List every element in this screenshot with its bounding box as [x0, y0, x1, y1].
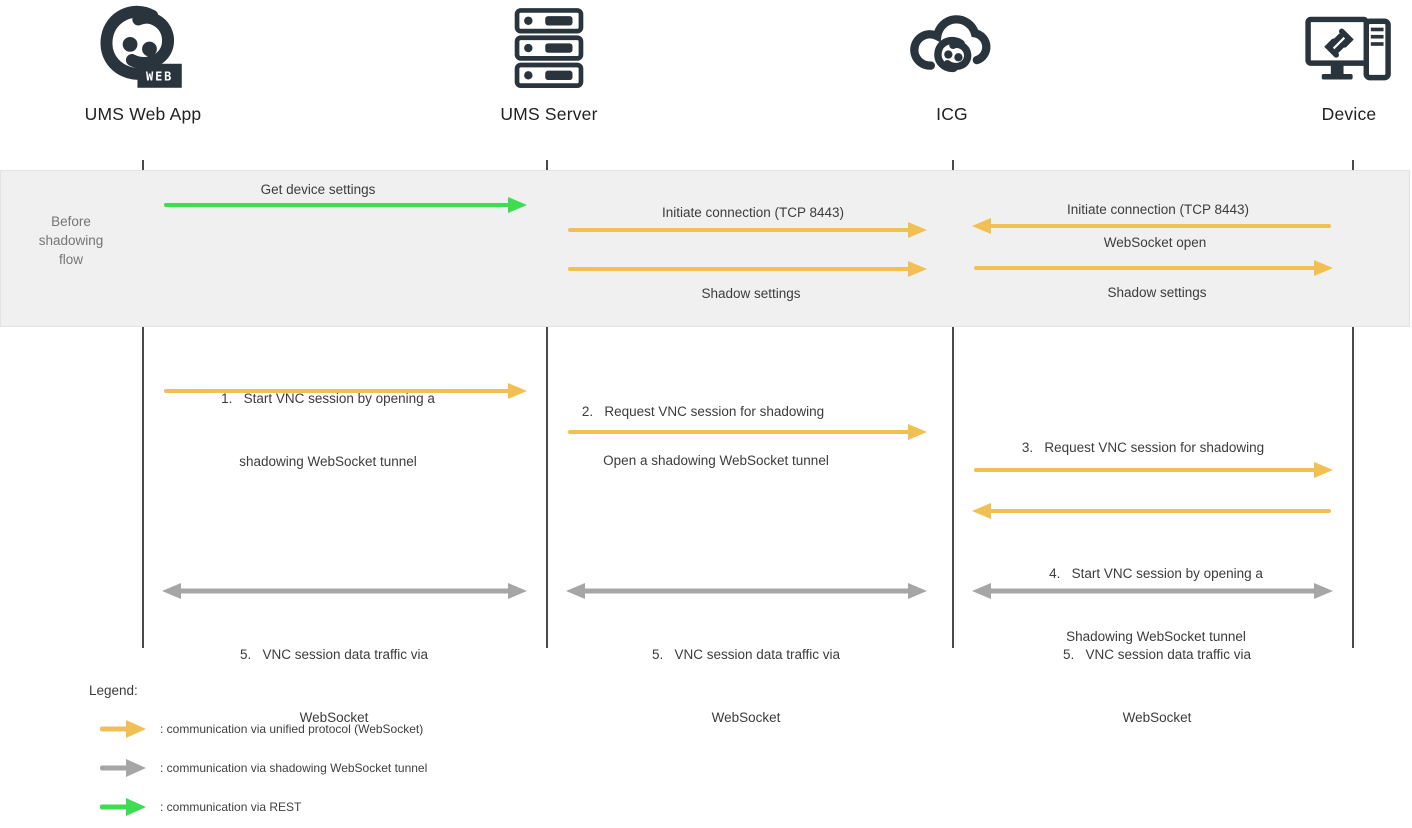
arrow-step5-col2 [566, 583, 927, 599]
arrow-get-device-settings [162, 197, 527, 213]
gray-arrow-icon [98, 758, 146, 778]
msg-shadow-settings-icg-device: Shadow settings [1107, 285, 1207, 300]
cloud-igel-icon [856, 0, 1048, 98]
server-stack-icon [453, 0, 645, 98]
actor-label-icg: ICG [936, 104, 968, 124]
arrow-shadow-settings-ums-icg [566, 261, 927, 277]
msg-get-device-settings: Get device settings [260, 182, 376, 197]
msg-shadow-settings-ums-icg: Shadow settings [701, 286, 801, 301]
legend-item-rest: : communication via REST [98, 797, 301, 817]
actor-ums-server: UMS Server [453, 0, 645, 132]
msg-step3: 3. Request VNC session for shadowing [1021, 440, 1265, 455]
before-shadowing-band [0, 170, 1410, 327]
arrow-step5-col1 [162, 583, 527, 599]
actor-device: Device [1253, 0, 1412, 132]
arrow-step3-request-vnc [972, 462, 1333, 478]
msg-websocket-open: WebSocket open [1103, 235, 1207, 250]
legend-label-unified-protocol: : communication via unified protocol (We… [160, 722, 424, 736]
lifeline-ums-web-app [142, 160, 144, 648]
device-monitor-icon [1253, 0, 1412, 98]
legend-label-rest: : communication via REST [160, 800, 302, 814]
msg-step5-col2: 5. VNC session data traffic via WebSocke… [651, 647, 841, 725]
arrow-step5-col3 [972, 583, 1333, 599]
msg-step4: 4. Start VNC session by opening a Shadow… [1049, 566, 1263, 644]
legend-item-shadowing-tunnel: : communication via shadowing WebSocket … [98, 758, 427, 778]
web-badge-text: WEB [146, 69, 173, 83]
lifeline-icg [952, 160, 954, 648]
msg-step1: 1. Start VNC session by opening a shadow… [221, 391, 435, 469]
before-shadowing-label: Before shadowing flow [38, 214, 104, 267]
lifeline-ums-server [546, 160, 548, 648]
yellow-arrow-icon [98, 719, 146, 739]
arrow-step1-start-vnc [162, 383, 527, 399]
legend-label-shadowing-tunnel: : communication via shadowing WebSocket … [160, 761, 428, 775]
arrow-websocket-open [972, 260, 1333, 276]
msg-step2: 2. Request VNC session for shadowing [581, 404, 825, 419]
green-arrow-icon [98, 797, 146, 817]
legend-item-unified-protocol: : communication via unified protocol (We… [98, 719, 423, 739]
lifeline-device [1352, 160, 1354, 648]
actor-ums-web-app: WEB UMS Web App [47, 0, 239, 132]
actor-label-ums-server: UMS Server [500, 104, 598, 124]
arrow-step2-request-vnc [566, 424, 927, 440]
arrow-initiate-connection-device-icg [972, 218, 1333, 234]
arrow-step4-start-vnc [972, 503, 1333, 519]
igel-web-logo-icon: WEB [47, 0, 239, 98]
arrow-initiate-connection-ums-icg [566, 222, 927, 238]
msg-step5-col1: 5. VNC session data traffic via WebSocke… [239, 647, 429, 725]
msg-step2-open-tunnel: Open a shadowing WebSocket tunnel [603, 453, 829, 468]
actor-icg: ICG [856, 0, 1048, 132]
actor-label-ums-web-app: UMS Web App [84, 104, 202, 124]
legend-title: Legend: [89, 683, 138, 698]
msg-initiate-connection-device-icg: Initiate connection (TCP 8443) [1066, 202, 1250, 217]
actor-label-device: Device [1321, 104, 1377, 124]
msg-step5-col3: 5. VNC session data traffic via WebSocke… [1062, 647, 1252, 725]
msg-initiate-connection-ums-icg: Initiate connection (TCP 8443) [661, 205, 845, 220]
